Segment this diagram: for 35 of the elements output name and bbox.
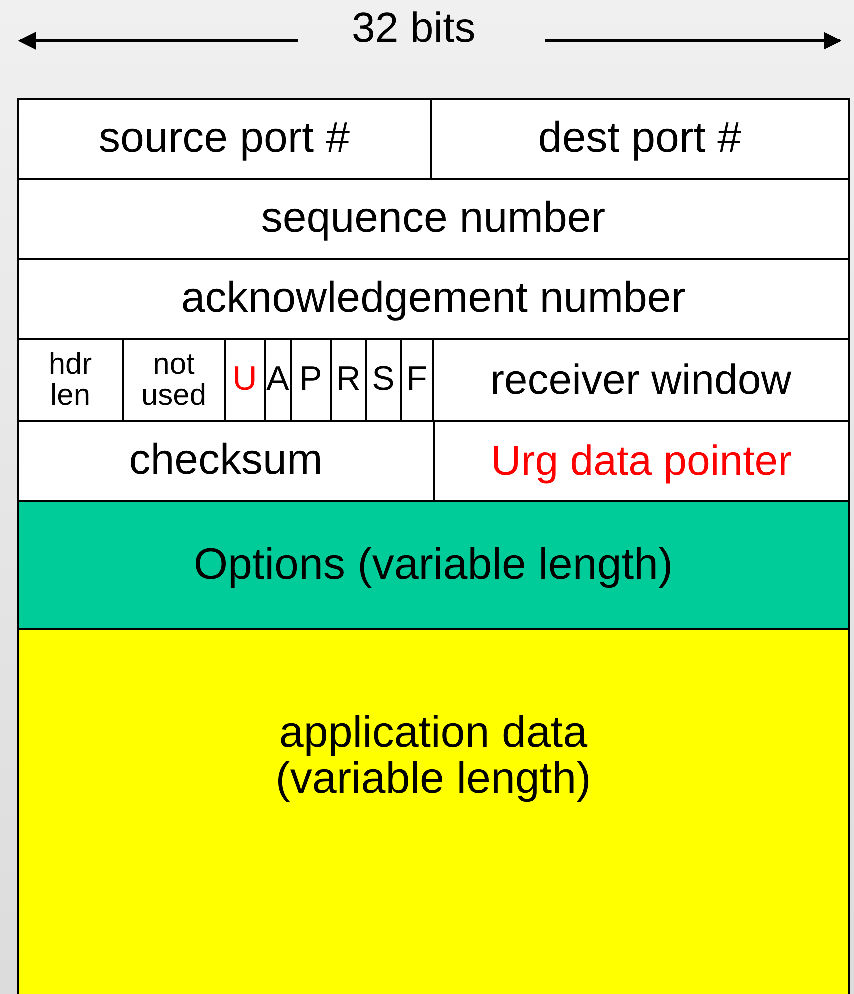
field-label: P bbox=[300, 362, 322, 398]
field-label: not used bbox=[140, 348, 208, 412]
field-label: R bbox=[336, 362, 361, 398]
field-label: dest port # bbox=[538, 116, 742, 162]
field-label: Urg data pointer bbox=[490, 438, 792, 484]
field-label: hdr len bbox=[48, 348, 94, 412]
field-cell bbox=[400, 338, 434, 422]
data-field bbox=[17, 628, 850, 994]
field-cell bbox=[224, 338, 266, 422]
field-cell bbox=[433, 420, 850, 502]
field-cell bbox=[330, 338, 367, 422]
field-label: receiver window bbox=[490, 358, 792, 402]
field-cell bbox=[17, 338, 124, 422]
field-cell bbox=[365, 338, 402, 422]
field-cell bbox=[17, 98, 432, 180]
field-label: sequence number bbox=[261, 196, 606, 242]
options-field bbox=[17, 500, 850, 630]
field-cell bbox=[290, 338, 332, 422]
field-label: application data (variable length) bbox=[274, 710, 592, 802]
field-label: Options (variable length) bbox=[194, 542, 674, 588]
field-cell bbox=[122, 338, 226, 422]
field-cell bbox=[17, 420, 435, 502]
field-cell bbox=[17, 178, 850, 260]
field-label: S bbox=[372, 362, 395, 398]
field-label: F bbox=[406, 362, 428, 398]
field-cell bbox=[432, 338, 850, 422]
field-label: U bbox=[232, 362, 258, 398]
field-label: checksum bbox=[129, 438, 323, 484]
field-cell bbox=[430, 98, 850, 180]
field-cell bbox=[264, 338, 292, 422]
dimension-label: 32 bits bbox=[352, 4, 476, 52]
field-label: source port # bbox=[99, 116, 350, 162]
field-cell bbox=[17, 258, 850, 340]
field-label: acknowledgement number bbox=[181, 276, 686, 322]
field-label: A bbox=[266, 362, 290, 398]
